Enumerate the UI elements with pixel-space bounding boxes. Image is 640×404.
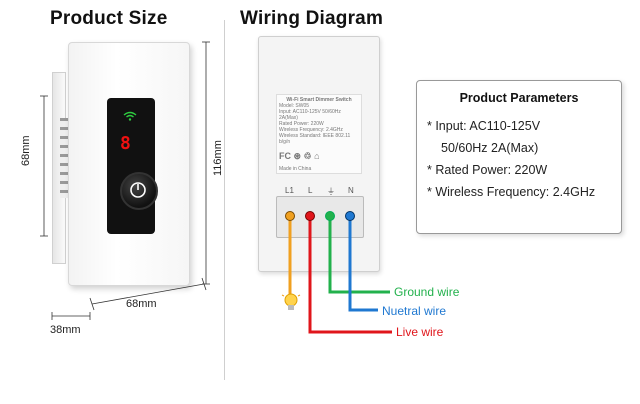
live-wire-label: Live wire bbox=[396, 325, 444, 339]
dim-depth: 38mm bbox=[50, 324, 81, 336]
sticker-line-5: Wireless Frequency: 2.4GHz bbox=[279, 127, 343, 133]
sticker-line-2: Model: SW05 bbox=[279, 103, 310, 109]
param-wireless: * Wireless Frequency: 2.4GHz bbox=[427, 185, 596, 199]
switch-control-panel bbox=[107, 98, 155, 234]
spec-sticker: Wi-Fi Smart Dimmer Switch Model: SW05 In… bbox=[276, 94, 362, 174]
light-bulb-icon bbox=[280, 290, 302, 316]
sticker-line-6: Wireless Standard: IEEE 802.11 b/g/n bbox=[279, 133, 351, 145]
parameters-title: Product Parameters bbox=[459, 91, 579, 105]
wifi-icon bbox=[123, 108, 137, 121]
terminal-label-l: L bbox=[308, 186, 313, 195]
sticker-line-1: Wi-Fi Smart Dimmer Switch bbox=[286, 97, 352, 103]
ground-wire-label: Ground wire bbox=[394, 285, 460, 299]
certification-marks: FC ⊛ ♲ ⌂ bbox=[279, 151, 320, 161]
param-rated-power: * Rated Power: 220W bbox=[427, 163, 548, 177]
sticker-line-3: Input: AC110-125V 50/60Hz 2A(Max) bbox=[279, 109, 341, 121]
param-frequency-current: 50/60Hz 2A(Max) bbox=[441, 141, 539, 155]
level-display: 8 bbox=[120, 133, 131, 154]
wiring-diagram-title: Wiring Diagram bbox=[240, 8, 384, 29]
neutral-wire-label: Nuetral wire bbox=[382, 304, 447, 318]
dimension-lines bbox=[40, 41, 210, 320]
power-icon bbox=[129, 181, 147, 199]
dimmer-knob[interactable] bbox=[120, 172, 158, 210]
parameters-box: Product Parameters * Input: AC110-125V 5… bbox=[416, 80, 622, 234]
terminal-label-ground: ⏚ bbox=[327, 187, 335, 196]
terminal-label-l1: L1 bbox=[285, 186, 294, 195]
dim-width: 68mm bbox=[126, 298, 157, 310]
terminal-label-n: N bbox=[348, 186, 354, 195]
side-ribs bbox=[60, 118, 70, 198]
made-in-label: Made in China bbox=[279, 166, 312, 172]
param-input: * Input: AC110-125V bbox=[427, 119, 541, 133]
product-size-title: Product Size bbox=[50, 8, 168, 29]
sticker-line-4: Rated Power: 220W bbox=[279, 121, 324, 127]
section-divider bbox=[224, 20, 225, 380]
